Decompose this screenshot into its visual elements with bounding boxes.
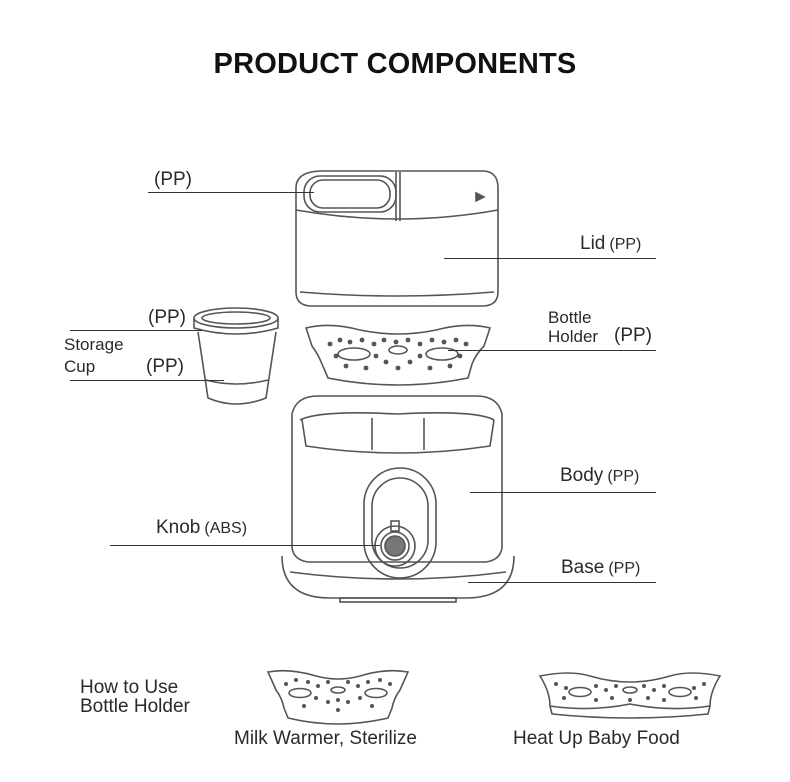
knob-label: Knob(ABS) [156, 518, 247, 537]
bottle-holder-label-line1: Bottle [548, 308, 592, 327]
how-to-use-heading-line2: Bottle Holder [80, 696, 190, 717]
storage-cup-drawing [193, 307, 279, 405]
page-title: PRODUCT COMPONENTS [213, 48, 577, 80]
body-name: Body [560, 465, 604, 486]
knob-drawing [374, 520, 416, 567]
lid-drawing [295, 170, 499, 307]
bottle-holder-drawing [304, 324, 492, 386]
lid-insert-material-label: (PP) [154, 169, 192, 190]
body-leader-line [470, 492, 656, 493]
base-label: Base(PP) [561, 558, 640, 577]
storage-cup-label-line1: Storage [64, 335, 124, 354]
knob-material: (ABS) [204, 520, 248, 537]
storage-cup-material-label: (PP) [146, 356, 184, 377]
body-material: (PP) [607, 468, 640, 485]
lid-leader-line [444, 258, 656, 259]
base-drawing [281, 555, 515, 603]
option-heat-food-caption: Heat Up Baby Food [513, 728, 680, 749]
knob-leader-line [110, 545, 380, 546]
knob-name: Knob [156, 517, 201, 538]
storage-cup-leader-line [70, 380, 224, 381]
body-label: Body(PP) [560, 466, 639, 485]
lid-insert-leader-line [148, 192, 314, 193]
option-milk-warmer-caption: Milk Warmer, Sterilize [234, 728, 417, 749]
storage-cup-label-line2: Cup [64, 357, 96, 376]
body-drawing [291, 395, 503, 579]
bottle-holder-leader-line [448, 350, 656, 351]
holder-upright-drawing [266, 669, 410, 725]
base-leader-line [468, 582, 656, 583]
how-to-use-heading-line1: How to Use [80, 677, 179, 698]
base-material: (PP) [608, 560, 641, 577]
holder-flipped-drawing [538, 672, 722, 719]
bottle-holder-label-line2: Holder [548, 327, 599, 346]
cup-lid-material-label: (PP) [148, 307, 186, 328]
lid-label: Lid(PP) [580, 234, 641, 253]
lid-name: Lid [580, 233, 606, 254]
bottle-holder-material-label: (PP) [614, 325, 652, 346]
base-name: Base [561, 557, 605, 578]
cup-lid-leader-line [70, 330, 202, 331]
lid-material: (PP) [609, 236, 642, 253]
